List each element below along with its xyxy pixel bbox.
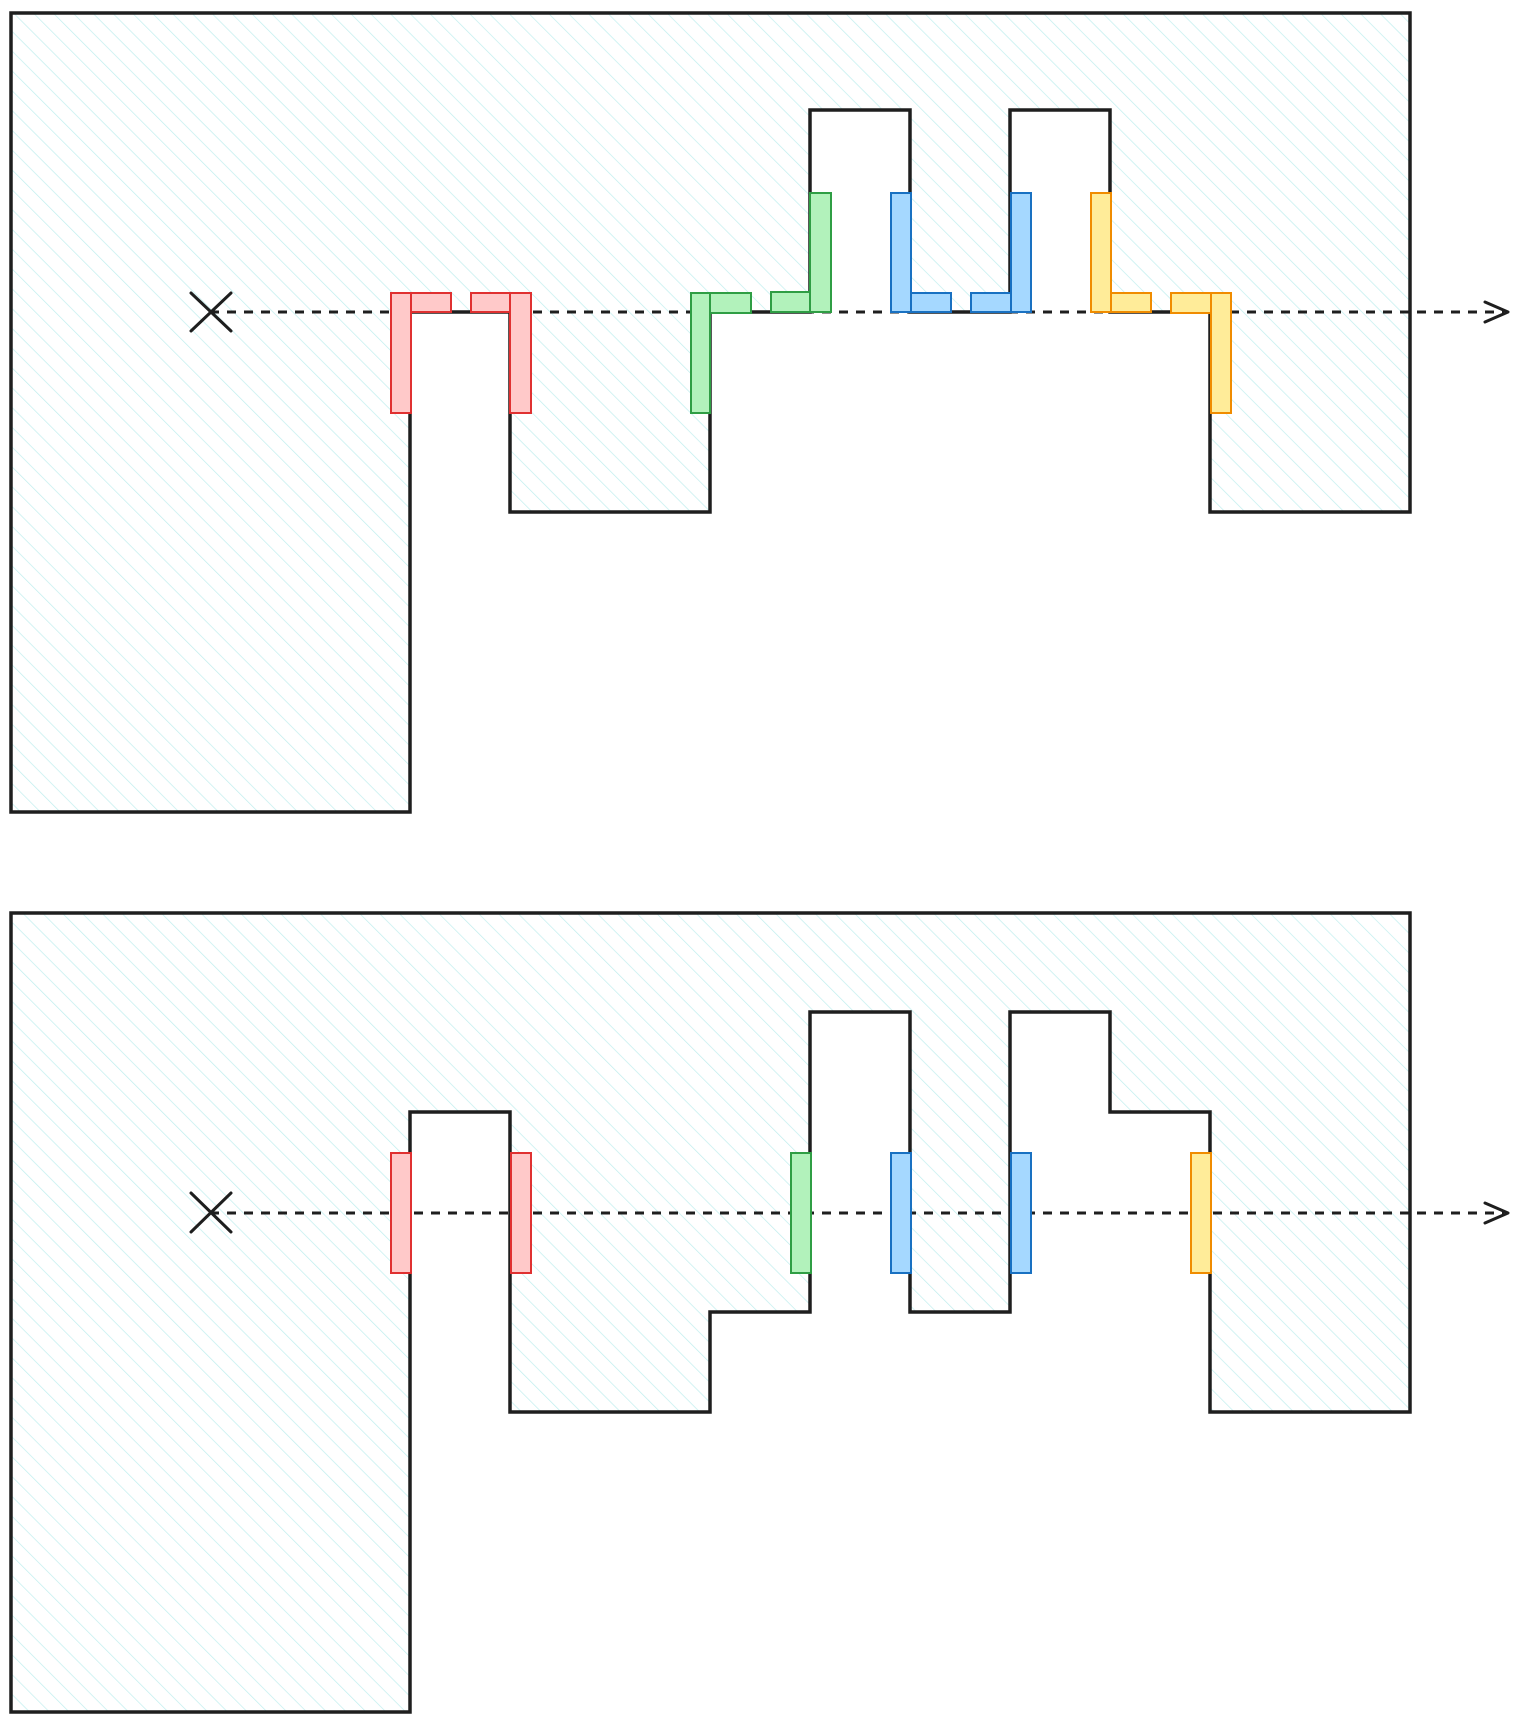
top-marker-blue-2	[970, 192, 1032, 313]
top-marker-red-1	[390, 292, 452, 414]
top-marker-red-2	[470, 292, 532, 414]
arrow-right-icon	[1483, 300, 1510, 324]
top-marker-green-1	[690, 292, 752, 414]
cross-icon	[189, 291, 233, 333]
bottom-polygon	[9, 911, 1412, 1714]
top-marker-blue-1	[890, 192, 952, 313]
bottom-marker-red-1	[390, 1152, 412, 1274]
bottom-marker-red-2	[510, 1152, 532, 1274]
bottom-marker-blue-1	[890, 1152, 912, 1274]
bottom-marker-blue-2	[1010, 1152, 1032, 1274]
arrow-right-icon	[1483, 1201, 1510, 1225]
bottom-marker-green	[790, 1152, 812, 1274]
cross-icon	[189, 1191, 233, 1234]
top-marker-green-2	[770, 192, 832, 313]
bottom-panel	[9, 911, 1510, 1714]
top-marker-yellow-1	[1090, 192, 1152, 313]
top-panel	[9, 11, 1510, 814]
top-marker-yellow-2	[1170, 292, 1232, 414]
bottom-marker-yellow	[1190, 1152, 1212, 1274]
